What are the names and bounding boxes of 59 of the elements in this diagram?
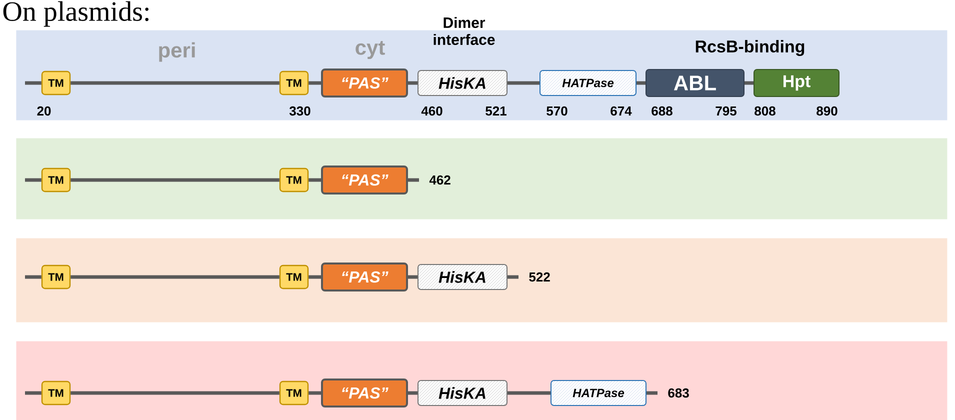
transmembrane-box: TM [279, 168, 309, 192]
backbone-line [408, 178, 419, 182]
length-label: 462 [429, 175, 450, 185]
backbone-line [308, 391, 321, 395]
region-label: RcsB-binding [696, 40, 804, 56]
backbone-line [308, 81, 321, 85]
length-label: 683 [668, 388, 689, 398]
domain-box: ABL [646, 69, 744, 97]
transmembrane-box: TM [279, 70, 309, 96]
backbone-line [508, 391, 550, 395]
domain-box: HisKA [418, 380, 508, 406]
length-label: 522 [529, 272, 550, 282]
backbone-line [25, 391, 42, 395]
domain-box: “PAS” [321, 262, 408, 292]
transmembrane-box: TM [41, 264, 71, 290]
position-number: 795 [716, 106, 736, 116]
position-number: 521 [486, 106, 506, 116]
backbone-line [25, 81, 42, 85]
backbone-line [744, 81, 754, 85]
backbone-line [70, 81, 280, 85]
position-number: 460 [421, 106, 442, 116]
backbone-line [70, 178, 280, 182]
region-label: cyt [356, 40, 385, 60]
transmembrane-box: TM [41, 70, 71, 96]
domain-box: “PAS” [321, 166, 408, 194]
backbone-line [70, 275, 280, 279]
backbone-line [636, 81, 646, 85]
backbone-line [308, 275, 321, 279]
domain-box: HisKA [418, 264, 508, 290]
transmembrane-box: TM [279, 380, 309, 406]
backbone-line [646, 391, 658, 395]
backbone-line [308, 178, 321, 182]
backbone-line [508, 81, 540, 85]
region-label: Dimer interface [434, 17, 495, 45]
domain-box: HATPase [540, 70, 636, 96]
domain-box: HATPase [550, 380, 646, 406]
transmembrane-box: TM [41, 380, 71, 406]
band [16, 238, 948, 322]
position-number: 808 [754, 106, 776, 116]
backbone-line [25, 178, 42, 182]
transmembrane-box: TM [41, 168, 71, 192]
position-number: 330 [289, 106, 310, 116]
region-label: peri [159, 42, 195, 62]
domain-box: “PAS” [321, 378, 408, 408]
backbone-line [408, 391, 418, 395]
domain-box: Hpt [754, 69, 840, 97]
backbone-line [408, 81, 418, 85]
title: On plasmids: [3, 1, 148, 27]
backbone-line [70, 391, 280, 395]
transmembrane-box: TM [279, 264, 309, 290]
backbone-line [508, 275, 518, 279]
domain-box: “PAS” [321, 68, 408, 98]
position-number: 674 [610, 106, 632, 116]
backbone-line [25, 275, 42, 279]
position-number: 688 [652, 106, 672, 116]
backbone-line [408, 275, 418, 279]
position-number: 20 [37, 106, 51, 116]
band [16, 138, 948, 220]
domain-box: HisKA [418, 70, 508, 96]
